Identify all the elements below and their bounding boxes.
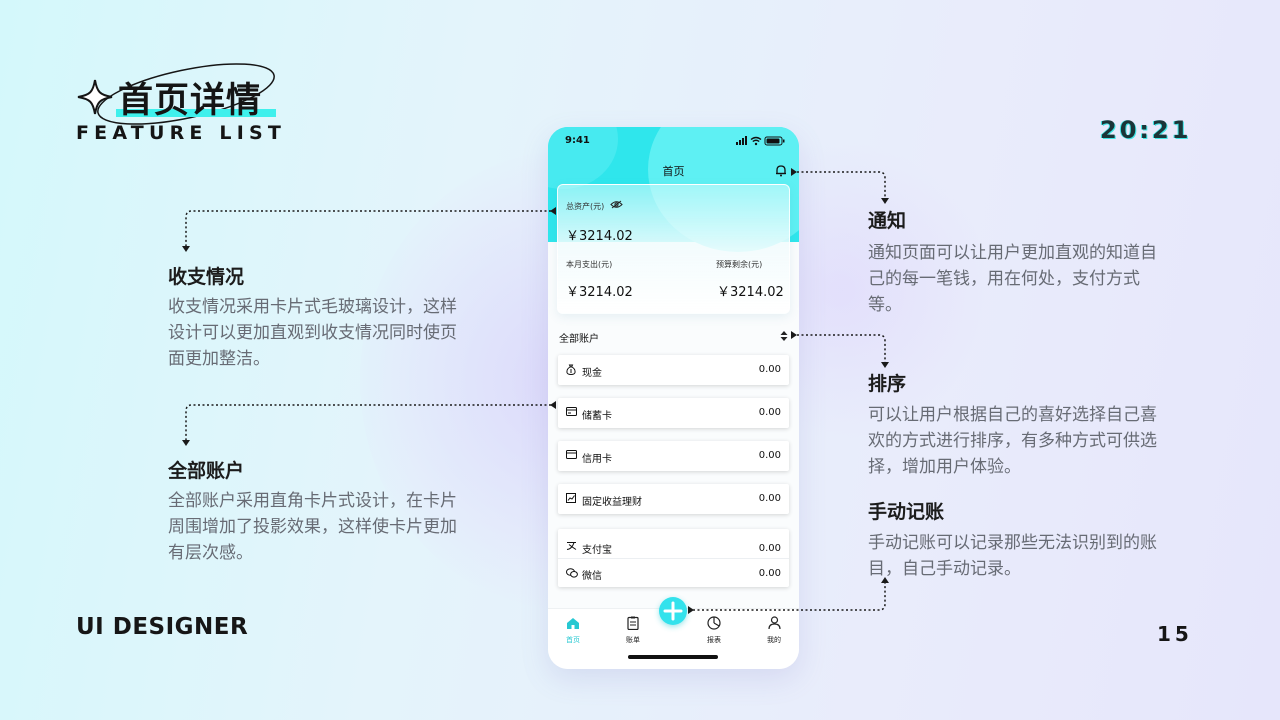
connector-manual [693, 583, 886, 611]
annotation-desc-accounts: 全部账户采用直角卡片式设计，在卡片周围增加了投影效果，这样使卡片更加有层次感。 [168, 491, 457, 563]
tab-bar: 首页 账单 报表 我的 [548, 608, 799, 669]
budget-remaining-value: ￥3214.02 [717, 285, 784, 300]
arrowhead [791, 331, 797, 339]
status-icons [736, 136, 785, 146]
account-value: 0.00 [758, 450, 781, 461]
account-value: 0.00 [758, 407, 781, 418]
plus-icon [663, 601, 683, 621]
account-card-credit[interactable]: 信用卡 0.00 [558, 441, 789, 471]
credit-card-icon [566, 450, 577, 459]
designer-label: UI DESIGNER [76, 614, 249, 640]
tab-label: 账单 [626, 636, 640, 644]
profile-icon [767, 616, 781, 630]
page-number: 15 [1157, 622, 1193, 646]
battery-icon [764, 136, 785, 146]
annotation-desc-notify: 通知页面可以让用户更加直观的知道自己的每一笔钱，用在何处，支付方式等。 [868, 243, 1157, 315]
arrowhead [182, 246, 190, 252]
sparkle-icon [77, 79, 113, 115]
arrowhead [550, 401, 556, 409]
tab-bill[interactable]: 账单 [613, 615, 653, 645]
home-icon [567, 618, 579, 629]
arrowhead [182, 440, 190, 446]
annotation-title-sort: 排序 [868, 373, 907, 395]
account-card-fixed-income[interactable]: 固定收益理财 0.00 [558, 484, 789, 514]
phone-mockup: 9:41 首页 总资产(元) ￥3214.02 [548, 127, 799, 669]
ellipse-decoration [97, 63, 275, 125]
wifi-icon [750, 136, 762, 146]
add-record-button[interactable] [659, 597, 687, 625]
annotation-desc-income: 收支情况采用卡片式毛玻璃设计，这样设计可以更加直观到收支情况同时使页面更加整洁。 [168, 297, 457, 369]
eye-hidden-icon[interactable] [610, 200, 623, 209]
connector-notify [797, 171, 886, 198]
alipay-icon [566, 542, 577, 550]
arrowhead [791, 168, 797, 176]
account-name: 信用卡 [582, 454, 612, 465]
month-spend-label: 本月支出(元) [566, 260, 613, 269]
account-card-cash[interactable]: 现金 0.00 [558, 355, 789, 385]
page-subtitle: FEATURE LIST [76, 122, 287, 144]
money-bag-icon [566, 364, 576, 375]
sort-icon[interactable] [780, 331, 788, 341]
tab-label: 我的 [767, 636, 781, 644]
arrowhead [550, 207, 556, 215]
account-name: 固定收益理财 [582, 497, 642, 508]
arrowhead [881, 577, 889, 583]
tab-home[interactable]: 首页 [553, 615, 593, 645]
account-name: 微信 [582, 571, 602, 582]
account-group-thirdparty: 支付宝 0.00 微信 0.00 [558, 529, 789, 587]
wechat-icon [566, 568, 578, 578]
account-value: 0.00 [758, 568, 781, 579]
report-icon [707, 616, 721, 630]
connector-accounts [185, 404, 551, 440]
tab-label: 首页 [566, 636, 580, 644]
home-indicator [628, 655, 718, 659]
debit-card-icon [566, 407, 577, 416]
annotation-title-notify: 通知 [868, 210, 907, 232]
account-name: 现金 [582, 368, 602, 379]
status-time: 9:41 [565, 135, 590, 146]
tab-profile[interactable]: 我的 [754, 615, 794, 645]
title-highlight [116, 109, 276, 117]
connector-sort [797, 334, 886, 362]
month-spend-value: ￥3214.02 [566, 285, 633, 300]
arrowhead [881, 362, 889, 368]
account-name: 支付宝 [582, 545, 612, 556]
all-accounts-label: 全部账户 [559, 334, 599, 345]
signal-icon [736, 136, 747, 145]
page-title: 首页详情 [118, 81, 263, 121]
account-value: 0.00 [758, 493, 781, 504]
tab-report[interactable]: 报表 [694, 615, 734, 645]
account-card-alipay[interactable]: 支付宝 0.00 [558, 531, 789, 559]
bell-icon[interactable] [775, 164, 787, 177]
account-card-debit[interactable]: 储蓄卡 0.00 [558, 398, 789, 428]
arrowhead [688, 606, 694, 614]
account-value: 0.00 [758, 364, 781, 375]
annotation-title-manual: 手动记账 [868, 501, 945, 523]
chart-icon [566, 493, 576, 503]
page-header: 首页详情 FEATURE LIST [76, 52, 306, 162]
arrowhead [881, 198, 889, 204]
account-card-wechat[interactable]: 微信 0.00 [558, 558, 789, 586]
connector-income [185, 210, 551, 246]
annotation-title-income: 收支情况 [168, 266, 245, 288]
total-assets-label: 总资产(元) [566, 202, 605, 211]
account-name: 储蓄卡 [582, 411, 612, 422]
bill-icon [627, 616, 639, 631]
phone-page-title: 首页 [662, 165, 685, 178]
budget-remaining-label: 预算剩余(元) [716, 260, 763, 269]
asset-summary-card: 总资产(元) ￥3214.02 本月支出(元) 预算剩余(元) ￥3214.02… [557, 184, 790, 314]
account-value: 0.00 [758, 543, 781, 554]
tab-label: 报表 [707, 636, 721, 644]
annotation-title-accounts: 全部账户 [168, 460, 245, 482]
annotation-desc-sort: 可以让用户根据自己的喜好选择自己喜欢的方式进行排序，有多种方式可供选择，增加用户… [868, 405, 1157, 477]
total-assets-value: ￥3214.02 [566, 229, 633, 244]
annotation-desc-manual: 手动记账可以记录那些无法识别到的账目，自己手动记录。 [868, 533, 1157, 579]
clock: 20:21 [1100, 116, 1192, 144]
